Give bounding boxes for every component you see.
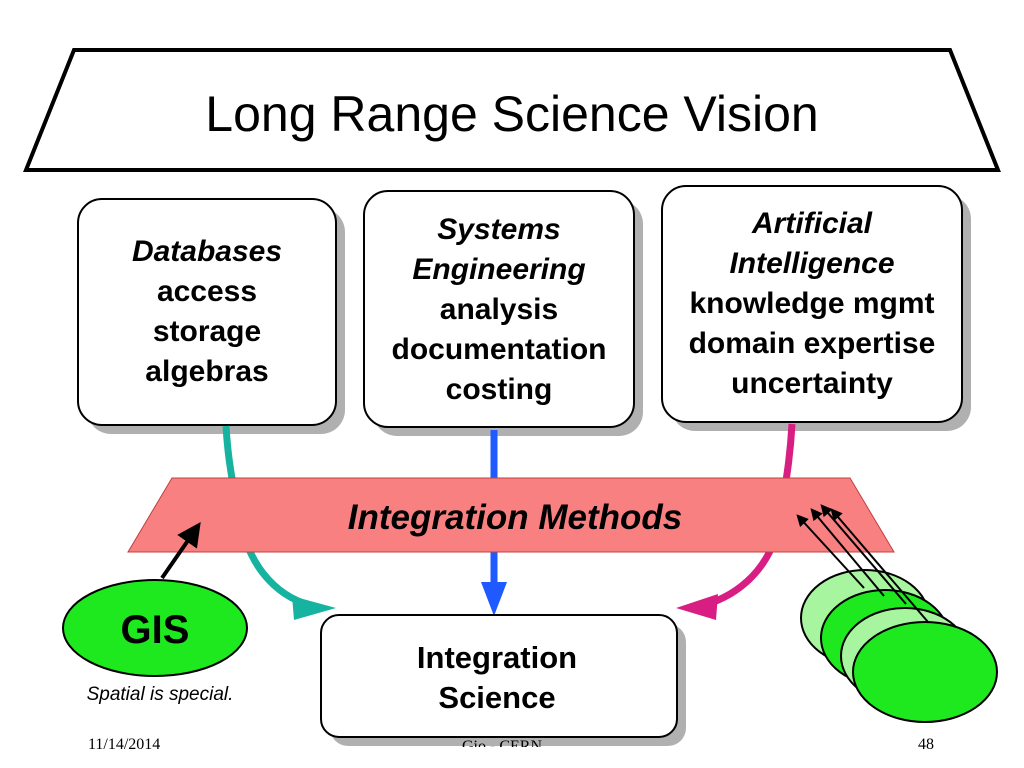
integration-science-line-1: Integration — [416, 640, 578, 675]
blue-arrowhead — [481, 582, 507, 616]
stack-arrow-1 — [796, 514, 865, 589]
magenta-arrowhead — [676, 594, 718, 620]
footer-center: Gio - CERN — [462, 738, 542, 755]
systems-line-2: documentation — [391, 333, 607, 366]
ai-line-1: knowledge mgmt — [689, 287, 935, 320]
ai-line-3: uncertainty — [731, 367, 893, 400]
integration-science-label: Integration Science — [322, 638, 672, 718]
stack-arrow-2 — [810, 508, 885, 597]
gis-arrow — [160, 522, 201, 580]
databases-box-text: Databases access storage algebras — [78, 232, 336, 392]
databases-line-1: access — [156, 275, 258, 308]
gis-label: GIS — [120, 608, 190, 652]
footer-date: 11/14/2014 — [88, 736, 161, 753]
databases-heading: Databases — [131, 235, 283, 268]
gis-caption: Spatial is special. — [86, 684, 234, 705]
slide-title: Long Range Science Vision — [205, 86, 819, 142]
systems-box-text: Systems Engineering analysis documentati… — [364, 210, 634, 410]
ai-box-text: Artificial Intelligence knowledge mgmt d… — [662, 204, 962, 404]
box-systems-engineering — [363, 190, 635, 428]
title-banner — [23, 48, 1001, 172]
gis-ellipse — [62, 579, 248, 677]
integration-methods-band — [127, 477, 895, 553]
footer-page-number: 48 — [918, 736, 934, 753]
stack-arrow-3 — [820, 504, 907, 605]
ai-heading-1: Artificial — [751, 207, 873, 240]
integration-science-line-2: Science — [438, 680, 556, 715]
systems-line-3: costing — [445, 373, 553, 406]
ai-heading-2: Intelligence — [729, 247, 895, 280]
stack-arrow-4 — [830, 508, 929, 623]
systems-heading-1: Systems — [437, 213, 561, 246]
databases-line-2: storage — [152, 315, 262, 348]
teal-arrowhead — [292, 596, 336, 620]
integration-methods-label: Integration Methods — [347, 498, 683, 537]
box-artificial-intelligence — [661, 185, 963, 423]
box-databases — [77, 198, 337, 426]
ai-line-2: domain expertise — [688, 327, 936, 360]
stack-ellipse-4 — [852, 621, 998, 723]
databases-line-3: algebras — [145, 355, 269, 388]
box-integration-science — [320, 614, 678, 738]
systems-heading-2: Engineering — [412, 253, 586, 286]
systems-line-1: analysis — [439, 293, 559, 326]
